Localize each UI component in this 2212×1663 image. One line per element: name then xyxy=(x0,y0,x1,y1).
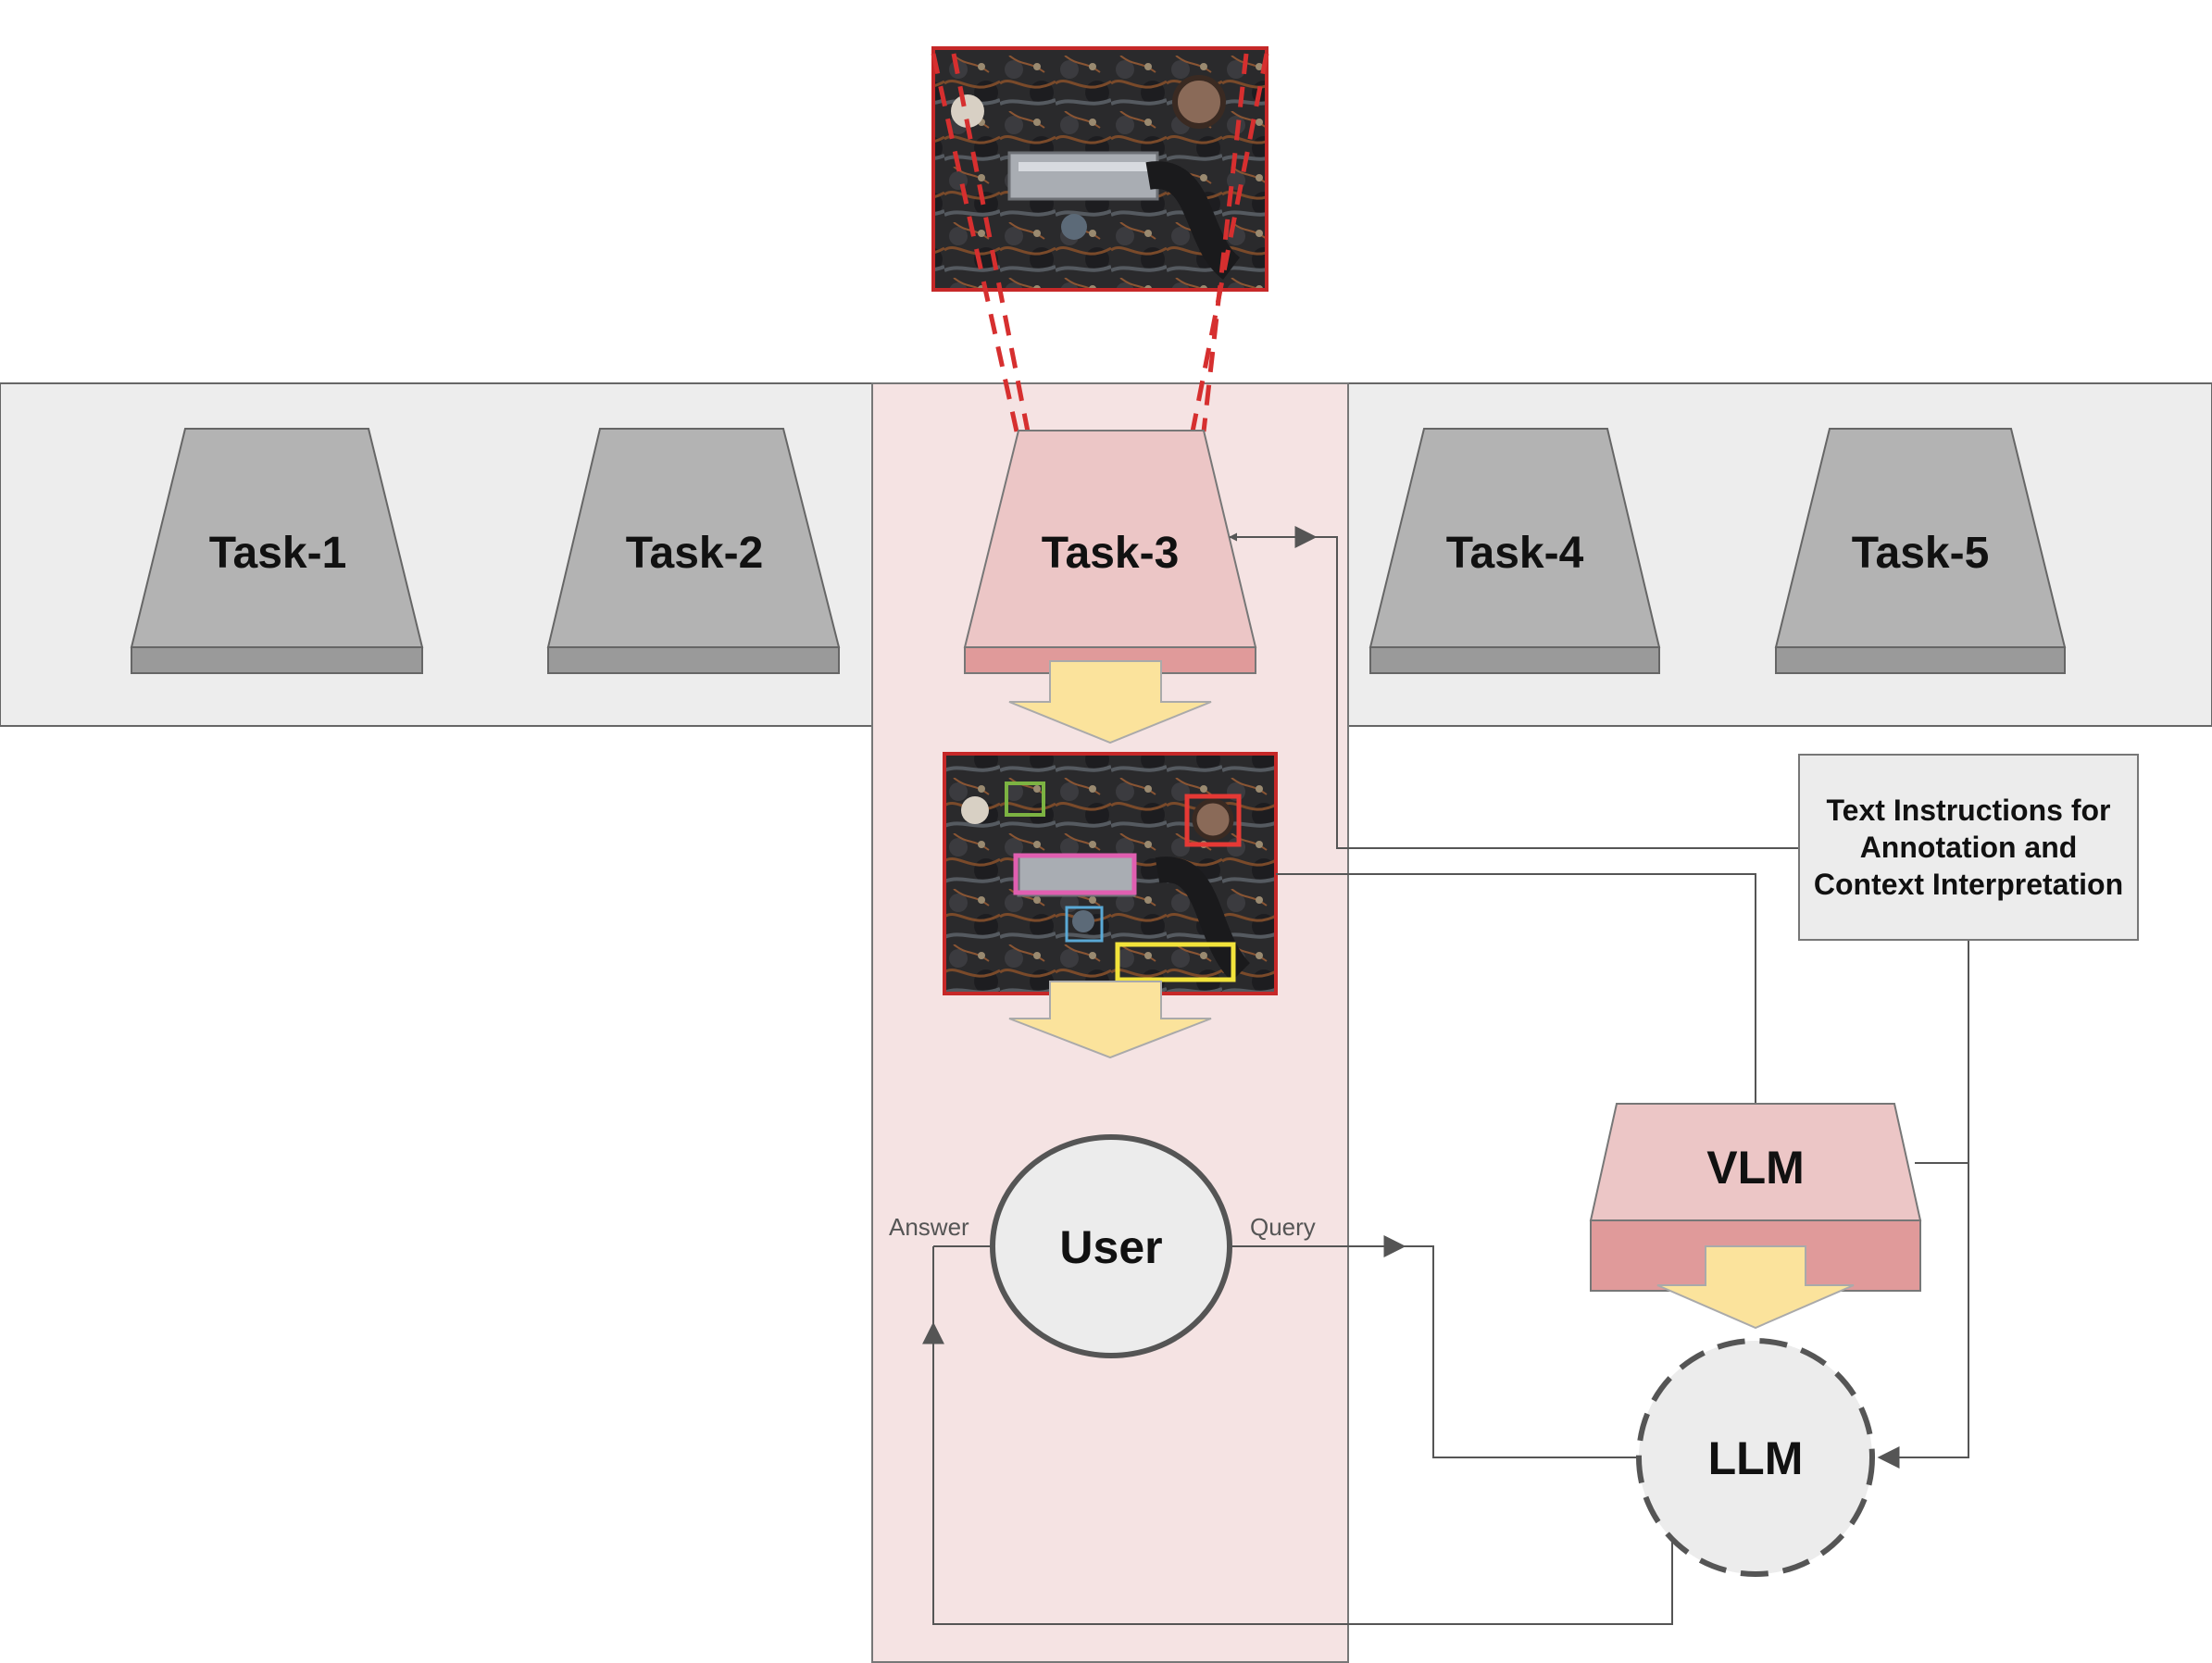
task-1-label: Task-1 xyxy=(209,529,347,578)
vlm-label: VLM xyxy=(1706,1142,1805,1194)
user-label: User xyxy=(1059,1221,1162,1273)
down-arrow-1 xyxy=(1008,660,1212,744)
annotation-box-green xyxy=(1005,781,1045,817)
llm-node: LLM xyxy=(1636,1338,1875,1577)
annotation-box-blue xyxy=(1065,906,1104,943)
down-arrow-2 xyxy=(1008,981,1212,1059)
query-label: Query xyxy=(1250,1213,1316,1241)
task-3-label: Task-3 xyxy=(1042,529,1180,578)
task-2-label: Task-2 xyxy=(626,529,764,578)
text-instructions-box: Text Instructions for Annotation and Con… xyxy=(1798,754,2139,941)
llm-label: LLM xyxy=(1708,1432,1804,1484)
annotated-engine-image xyxy=(943,752,1278,995)
zoom-lines xyxy=(931,53,1269,432)
answer-label: Answer xyxy=(889,1213,969,1241)
source-engine-image xyxy=(931,46,1268,292)
task-5-label: Task-5 xyxy=(1852,529,1990,578)
task-5-block: Task-5 xyxy=(1774,428,2067,674)
task-1-block: Task-1 xyxy=(130,428,424,674)
down-arrow-vlm xyxy=(1656,1245,1855,1330)
annotation-box-pink xyxy=(1013,853,1137,895)
task-2-block: Task-2 xyxy=(546,428,841,674)
task-4-label: Task-4 xyxy=(1446,529,1584,578)
connectors xyxy=(922,526,1969,1625)
annotation-box-yellow xyxy=(1115,942,1236,982)
user-node: User xyxy=(990,1134,1232,1358)
text-instructions-label: Text Instructions for Annotation and Con… xyxy=(1813,794,2124,901)
annotation-box-red xyxy=(1184,794,1242,847)
task-4-block: Task-4 xyxy=(1368,428,1661,674)
